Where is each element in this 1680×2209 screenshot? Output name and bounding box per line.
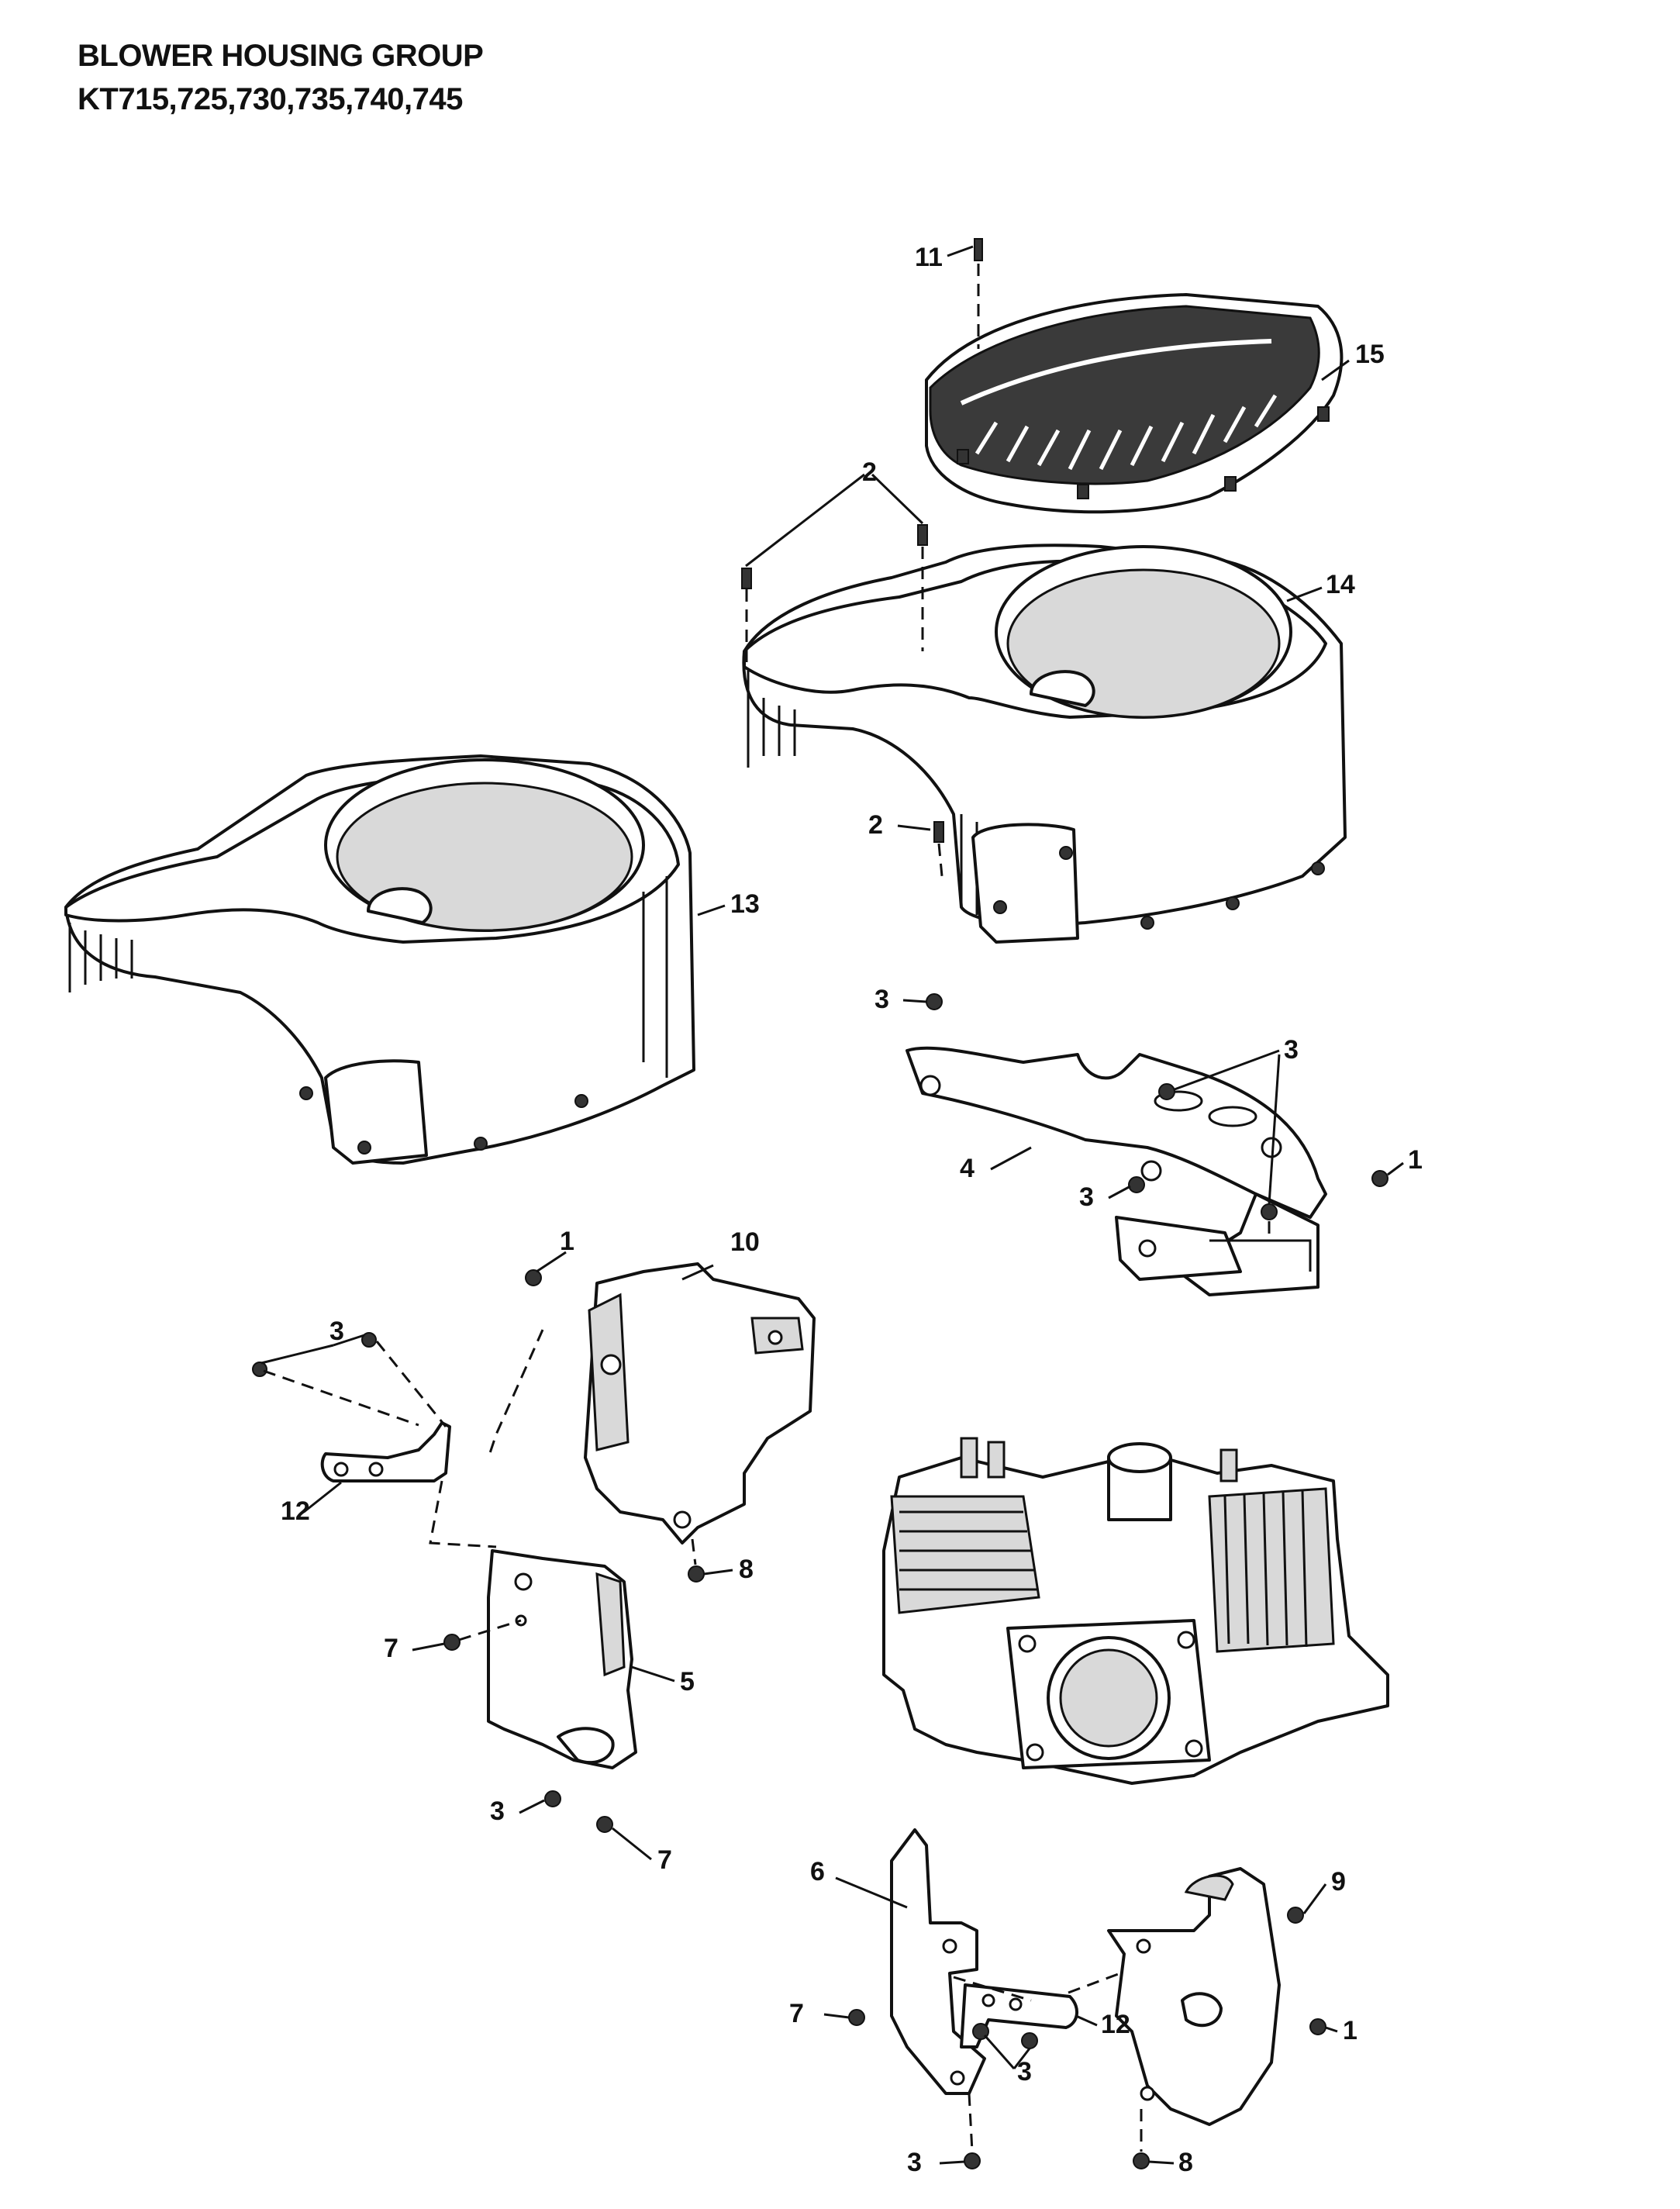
- callout-labels: 11 15 2 14 2 13 3 3 1 4 3 1 10 3 12 8 7 …: [281, 243, 1423, 2177]
- screw-1a: [1371, 1170, 1389, 1187]
- screw-1c: [1309, 2018, 1326, 2035]
- screw-11: [974, 238, 983, 261]
- nut-7b: [596, 1816, 613, 1833]
- callout-7b: 7: [657, 1845, 672, 1875]
- callout-2b: 2: [868, 810, 883, 840]
- nut-3d: [1128, 1176, 1145, 1193]
- nut-7a: [443, 1634, 461, 1651]
- callout-12b: 12: [1101, 2010, 1130, 2039]
- nut-3a: [926, 993, 943, 1010]
- nut-7c: [848, 2009, 865, 2026]
- title-block: BLOWER HOUSING GROUP KT715,725,730,735,7…: [78, 34, 484, 121]
- callout-3a: 3: [874, 985, 889, 1014]
- blower-housing-part-14: [742, 544, 1347, 944]
- nut-3c: [1261, 1203, 1278, 1220]
- callout-1b: 1: [560, 1227, 574, 1256]
- shroud-part-5: [487, 1549, 637, 1769]
- alignment-lines: [263, 264, 1271, 2152]
- screw-2-top: [917, 524, 928, 546]
- baffle-part-4: [906, 1046, 1327, 1296]
- callout-3c: 3: [1079, 1182, 1094, 1212]
- leader-lines: [260, 245, 1404, 2165]
- fasteners: [252, 238, 1389, 2169]
- callout-7c: 7: [789, 1999, 804, 2028]
- callout-3b: 3: [1284, 1035, 1299, 1065]
- model-numbers: KT715,725,730,735,740,745: [78, 82, 463, 116]
- screw-9: [1287, 1907, 1304, 1924]
- screw-2-mid: [933, 821, 944, 843]
- callout-3e: 3: [490, 1797, 505, 1826]
- callout-8a: 8: [739, 1555, 754, 1584]
- grille-part-15: [925, 293, 1344, 514]
- callout-9: 9: [1331, 1867, 1346, 1897]
- callout-5: 5: [680, 1667, 695, 1696]
- screw-1b: [525, 1269, 542, 1286]
- callout-1a: 1: [1408, 1145, 1423, 1175]
- callout-2a: 2: [862, 457, 877, 487]
- callout-15: 15: [1355, 340, 1385, 369]
- nut-3f: [252, 1362, 267, 1377]
- bracket-part-12-left: [320, 1421, 451, 1482]
- callout-8b: 8: [1178, 2148, 1193, 2177]
- shroud-part-6: [890, 1828, 986, 2095]
- nut-8b: [1133, 2152, 1150, 2169]
- screw-3j: [964, 2152, 981, 2169]
- screw-3g: [544, 1790, 561, 1807]
- callout-3g: 3: [907, 2148, 922, 2177]
- callout-3f: 3: [1017, 2057, 1032, 2086]
- callout-12a: 12: [281, 1496, 310, 1526]
- callout-14: 14: [1326, 570, 1355, 599]
- callout-13: 13: [730, 889, 760, 919]
- diagram-title: BLOWER HOUSING GROUP: [78, 39, 484, 73]
- blower-housing-part-13: [64, 754, 695, 1165]
- callout-3d: 3: [329, 1317, 344, 1346]
- shroud-part-9: [1107, 1867, 1281, 2126]
- screw-2-left: [741, 568, 752, 589]
- side-cover-part-10: [584, 1262, 816, 1545]
- engine-block: [882, 1437, 1389, 1785]
- nut-3e: [361, 1332, 377, 1348]
- callout-10: 10: [730, 1227, 760, 1257]
- nut-8a: [688, 1565, 705, 1583]
- callout-7a: 7: [384, 1634, 398, 1663]
- callout-4: 4: [960, 1154, 975, 1183]
- nut-3i: [1021, 2032, 1038, 2049]
- callout-6: 6: [810, 1857, 825, 1886]
- nut-3b: [1158, 1083, 1175, 1100]
- callout-1c: 1: [1343, 2016, 1357, 2045]
- callout-11: 11: [915, 243, 943, 272]
